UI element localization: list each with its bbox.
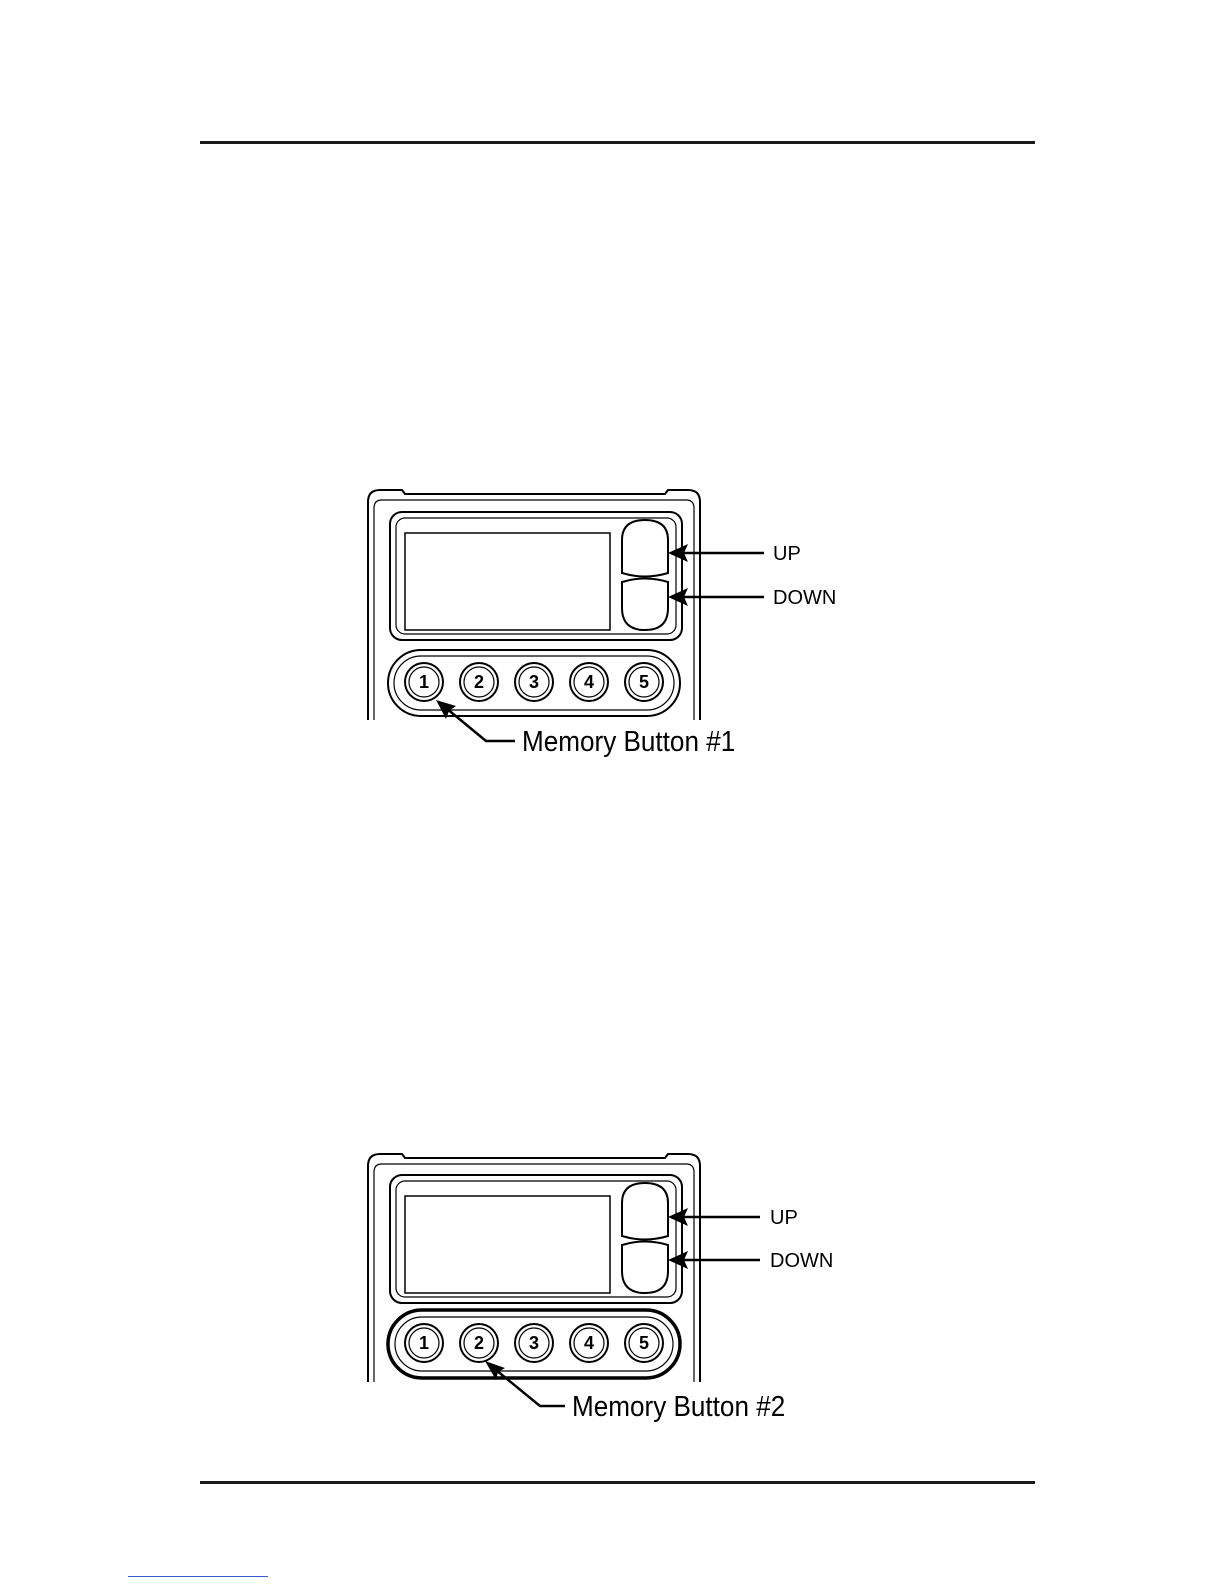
down-label: DOWN	[773, 588, 836, 608]
memory-button-1: 1	[414, 1334, 434, 1352]
memory-button-5: 5	[634, 673, 654, 691]
display-screen	[405, 533, 610, 630]
memory-callout-label: Memory Button #1	[522, 728, 735, 757]
up-key	[622, 520, 668, 577]
memory-button-2: 2	[469, 1334, 489, 1352]
memory-callout-arrow-line	[496, 1370, 565, 1406]
memory-button-4: 4	[579, 1334, 599, 1352]
down-key	[622, 579, 668, 631]
memory-button-4: 4	[579, 673, 599, 691]
header-rule	[200, 141, 1035, 144]
remote-diagram-memory-1: 1 2 3 4 5 UP DOWN Memory Button #1	[350, 480, 870, 780]
memory-button-2: 2	[469, 673, 489, 691]
memory-button-3: 3	[524, 673, 544, 691]
up-key	[622, 1183, 668, 1240]
memory-button-5: 5	[634, 1334, 654, 1352]
up-label: UP	[773, 544, 801, 564]
down-label: DOWN	[770, 1251, 833, 1271]
footer-rule	[200, 1481, 1035, 1484]
memory-callout-label: Memory Button #2	[572, 1393, 785, 1422]
memory-callout-arrow-line	[446, 708, 515, 741]
up-label: UP	[770, 1208, 798, 1228]
down-key	[622, 1242, 668, 1294]
footer-link-underline[interactable]	[128, 1576, 268, 1577]
remote-diagram-memory-2: 1 2 3 4 5 UP DOWN Memory Button #2	[350, 1150, 870, 1450]
display-screen	[405, 1196, 610, 1293]
memory-button-3: 3	[524, 1334, 544, 1352]
memory-button-1: 1	[414, 673, 434, 691]
